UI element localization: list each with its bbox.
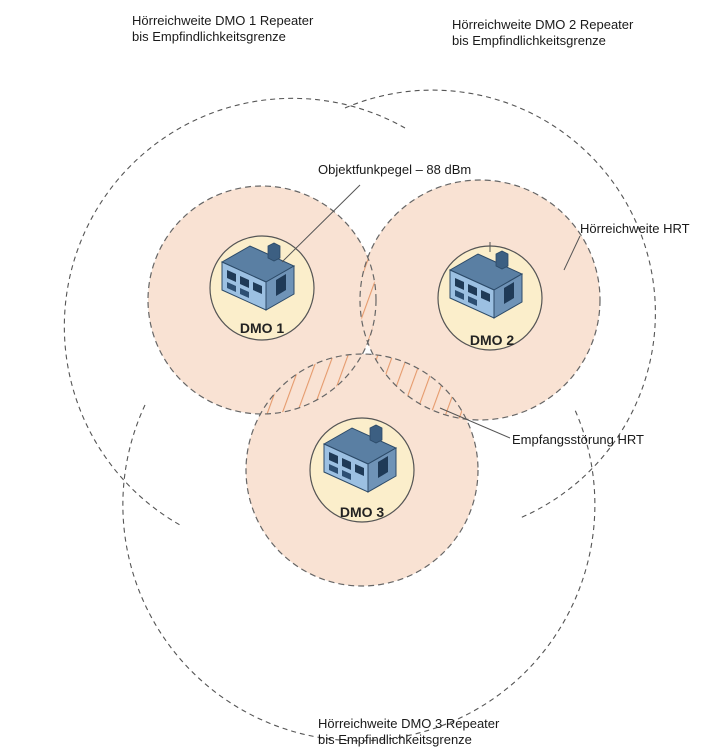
dmo1-repeater-range-arc (63, 97, 406, 526)
dmo2-repeater-label: Hörreichweite DMO 2 Repeater bis Empfind… (452, 17, 633, 49)
dmo1-repeater-label-line2: bis Empfindlichkeitsgrenze (132, 29, 286, 44)
dmo3-station-label: DMO 3 (339, 504, 385, 520)
dmo2-repeater-range-arc (344, 89, 656, 519)
dmo1-station-label: DMO 1 (239, 320, 285, 336)
hrt-zone-outlines (147, 179, 601, 587)
empfangsstoerung-hrt-label: Empfangsstörung HRT (512, 432, 644, 447)
dmo3-repeater-range-arc (122, 404, 596, 742)
hrt-zones (148, 180, 600, 586)
dmo1-repeater-label: Hörreichweite DMO 1 Repeater bis Empfind… (132, 13, 313, 45)
dmo2-repeater-label-line2: bis Empfindlichkeitsgrenze (452, 33, 606, 48)
leader-lines (281, 184, 581, 439)
repeater-range-arcs (63, 89, 656, 742)
dmo3-repeater-label: Hörreichweite DMO 3 Repeater bis Empfind… (318, 716, 499, 748)
dmo2-station-label: DMO 2 (469, 332, 515, 348)
dmo3-repeater-label-line1: Hörreichweite DMO 3 Repeater (318, 716, 500, 731)
objektfunkpegel-label: Objektfunkpegel – 88 dBm (318, 162, 472, 177)
hoerreichweite-hrt-label: Hörreichweite HRT (580, 221, 690, 236)
dmo3-repeater-label-line2: bis Empfindlichkeitsgrenze (318, 732, 472, 747)
dmo2-repeater-label-line1: Hörreichweite DMO 2 Repeater (452, 17, 634, 32)
dmo1-repeater-label-line1: Hörreichweite DMO 1 Repeater (132, 13, 314, 28)
